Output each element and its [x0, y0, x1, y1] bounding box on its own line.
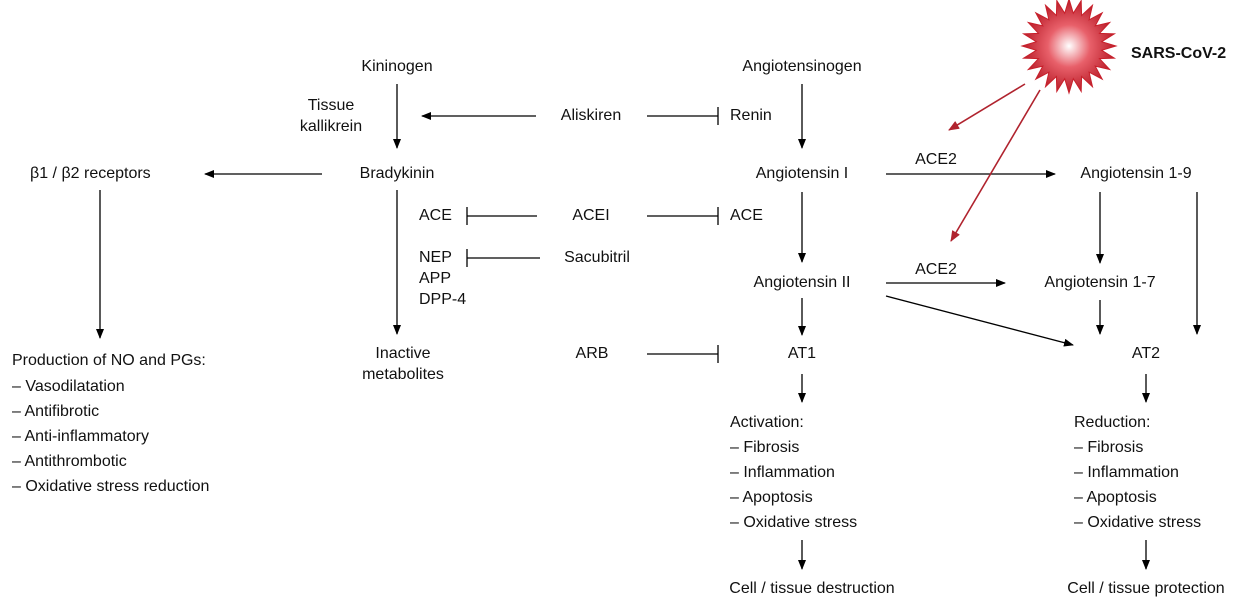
reduction-effect-item: – Fibrosis: [1074, 439, 1144, 456]
aliskiren-label: Aliskiren: [560, 107, 622, 124]
ras-ace-label: ACE: [730, 207, 763, 224]
sars-cov-2-label: SARS-CoV-2: [1131, 45, 1227, 62]
arb-label: ARB: [575, 345, 609, 362]
nep-app-dpp4-label: NEP APP DPP-4: [419, 249, 467, 308]
reduction-effect-item: – Inflammation: [1074, 464, 1179, 481]
reduction-effect-item: – Oxidative stress: [1074, 514, 1202, 531]
activation-effect-item: – Inflammation: [730, 464, 835, 481]
angiotensin-ii-label: Angiotensin II: [753, 274, 851, 291]
reduction-title: Reduction:: [1074, 414, 1151, 431]
ace2-lower-label: ACE2: [915, 261, 957, 278]
angiotensin-1-9-label: Angiotensin 1-9: [1080, 165, 1192, 182]
renin-label: Renin: [730, 107, 772, 124]
at2-label: AT2: [1131, 345, 1161, 362]
cell-tissue-protection-label: Cell / tissue protection: [1067, 580, 1225, 597]
kinin-ace-label: ACE: [419, 207, 452, 224]
angiotensin-1-7-label: Angiotensin 1-7: [1044, 274, 1156, 291]
ace2-upper-label: ACE2: [915, 151, 957, 168]
production-effect-item: – Vasodilatation: [12, 378, 125, 395]
activation-title: Activation:: [730, 414, 804, 431]
kininogen-label: Kininogen: [361, 58, 433, 75]
sacubitril-label: Sacubitril: [564, 249, 630, 266]
activation-effect-item: – Apoptosis: [730, 489, 813, 506]
reduction-effect-item: – Apoptosis: [1074, 489, 1157, 506]
virus-arrow-ace2-upper: [948, 83, 1026, 131]
production-title: Production of NO and PGs:: [12, 352, 206, 369]
b1-b2-receptors-label: β1 / β2 receptors: [30, 165, 151, 182]
tissue-kallikrein-label: Tissue kallikrein: [299, 97, 363, 135]
virus-arrow-ace2-lower: [950, 89, 1041, 242]
arrow-angiotensin-ii-at2: [885, 295, 1074, 347]
bradykinin-label: Bradykinin: [359, 165, 435, 182]
inactive-metabolites-label: Inactive metabolites: [362, 345, 444, 383]
angiotensin-i-label: Angiotensin I: [755, 165, 849, 182]
activation-effect-item: – Oxidative stress: [730, 514, 858, 531]
production-effect-item: – Antithrombotic: [12, 453, 127, 470]
sars-cov-2-starburst-icon: [1020, 0, 1118, 95]
cell-tissue-destruction-label: Cell / tissue destruction: [729, 580, 895, 597]
production-effect-item: – Anti-inflammatory: [12, 428, 149, 445]
activation-effect-item: – Fibrosis: [730, 439, 800, 456]
production-effect-item: – Antifibrotic: [12, 403, 100, 420]
at1-label: AT1: [787, 345, 817, 362]
production-effect-item: – Oxidative stress reduction: [12, 478, 210, 495]
angiotensinogen-label: Angiotensinogen: [742, 58, 862, 75]
acei-label: ACEI: [572, 207, 610, 224]
